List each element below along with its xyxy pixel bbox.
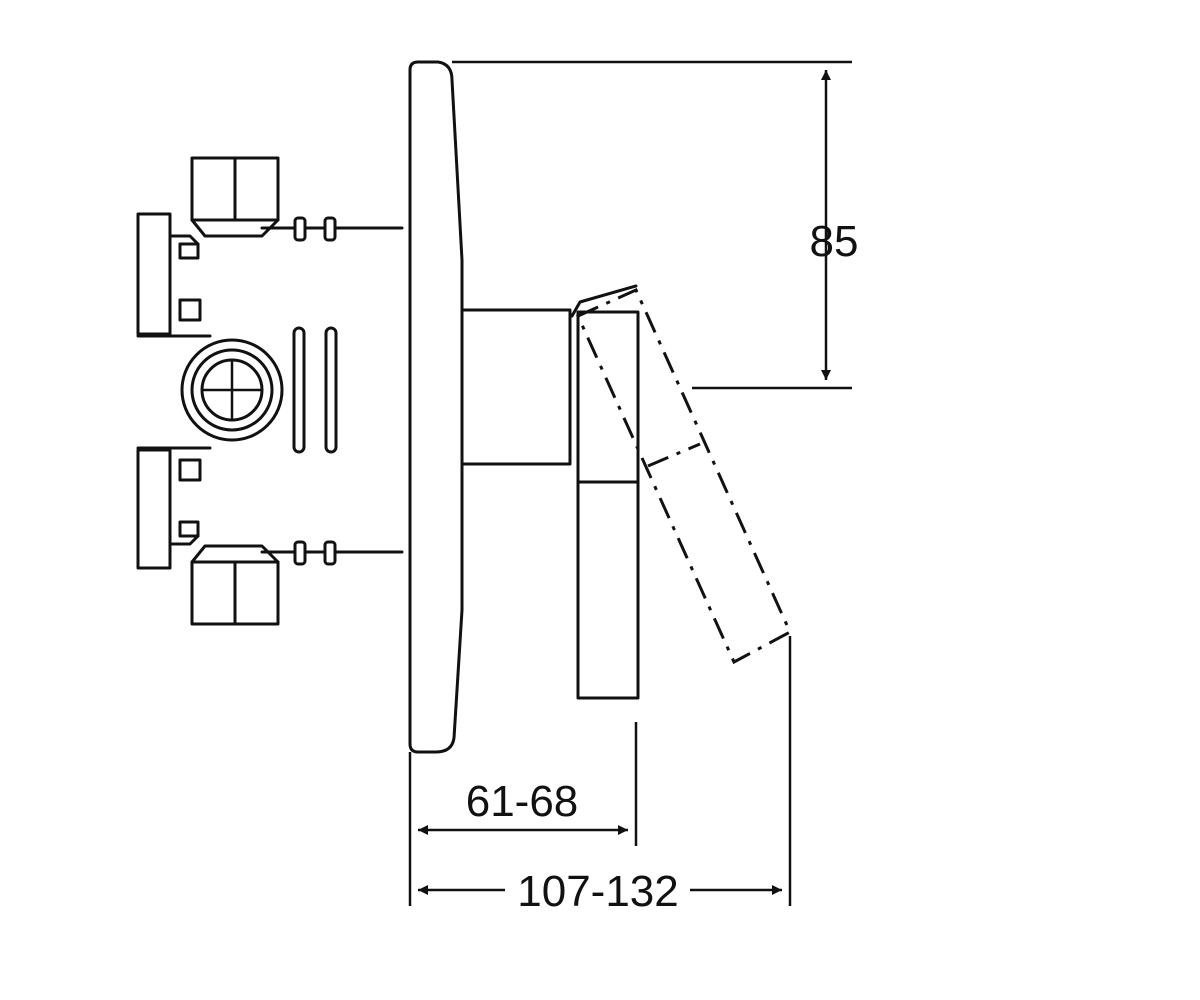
bracket-lower <box>136 448 172 570</box>
valve-body <box>136 156 404 626</box>
cover-plate <box>408 60 464 754</box>
dimension-depth-max: 107-132 <box>418 636 792 916</box>
dimension-depth-min: 61-68 <box>408 722 638 906</box>
lever-handle <box>576 310 640 700</box>
dimension-depth-min-label: 61-68 <box>466 777 579 826</box>
dimension-height: 85 <box>452 60 859 390</box>
hex-nut-lower <box>190 544 280 626</box>
center-fitting <box>180 338 284 442</box>
bracket-upper <box>136 212 172 336</box>
dimension-depth-max-label: 107-132 <box>517 867 678 916</box>
dimension-height-label: 85 <box>810 217 859 266</box>
lever-alternate-position <box>576 288 792 665</box>
hex-nut-upper <box>190 156 280 238</box>
lever-assembly <box>460 284 792 700</box>
